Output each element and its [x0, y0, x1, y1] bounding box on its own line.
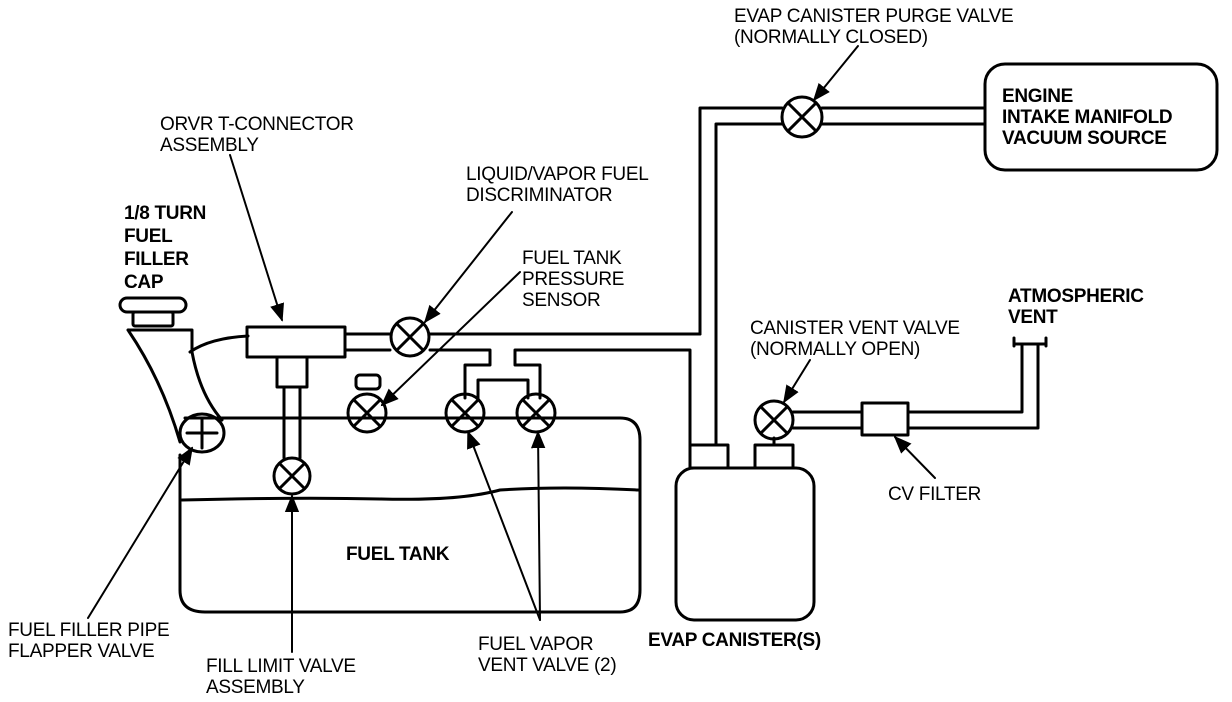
leader-vent-valve-1 — [467, 430, 541, 621]
pressure-sensor-label-line1: FUEL TANK — [522, 248, 622, 269]
leader-cv-filter — [893, 435, 936, 479]
vent-valve-1-icon — [444, 392, 486, 434]
discriminator-valve-icon — [389, 316, 431, 358]
pressure-sensor-label: FUEL TANK PRESSURE SENSOR — [522, 248, 624, 311]
canister-port-right — [753, 443, 795, 470]
fuel-level-line — [180, 486, 640, 502]
canister-port-left — [688, 443, 730, 470]
engine-label: ENGINE INTAKE MANIFOLD VACUUM SOURCE — [1002, 86, 1173, 149]
orvr-t-connector-stem — [275, 355, 309, 389]
filter-line — [791, 410, 864, 430]
leader-discriminator — [423, 211, 513, 324]
engine-label-line3: VACUUM SOURCE — [1002, 128, 1167, 149]
atmospheric-vent-label-line1: ATMOSPHERIC — [1008, 286, 1144, 307]
pressure-sensor-icon — [346, 392, 388, 434]
cv-filter — [860, 401, 910, 437]
pressure-sensor-label-line2: PRESSURE — [522, 269, 625, 290]
purge-valve-icon — [780, 95, 824, 139]
atmospheric-vent-icon — [1012, 336, 1048, 348]
fill-limit-tube — [282, 385, 302, 460]
atmospheric-vent-label-line2: VENT — [1008, 307, 1058, 328]
filler-cap-stem — [131, 310, 175, 328]
fuel-tank-outline — [178, 416, 642, 614]
filler-cap — [118, 296, 188, 314]
atmospheric-line — [906, 342, 1040, 430]
filler-cap-label-line4: CAP — [124, 272, 164, 293]
flapper-valve-icon — [178, 412, 226, 454]
leader-orvr — [229, 154, 284, 322]
fill-limit-label-line1: FILL LIMIT VALVE — [206, 656, 356, 677]
leader-canister-vent — [783, 359, 811, 404]
orvr-label: ORVR T-CONNECTOR ASSEMBLY — [160, 114, 354, 156]
purge-valve-label-line1: EVAP CANISTER PURGE VALVE — [734, 6, 1014, 27]
canister-vent-valve-label: CANISTER VENT VALVE (NORMALLY OPEN) — [750, 318, 960, 360]
atmospheric-vent-label: ATMOSPHERIC VENT — [1008, 286, 1144, 328]
canister-label: EVAP CANISTER(S) — [648, 630, 821, 651]
pressure-sensor-cap — [354, 373, 382, 391]
filler-cap-label-line3: FILLER — [124, 249, 189, 270]
vent-valve-bridge — [476, 378, 530, 400]
purge-valve-label: EVAP CANISTER PURGE VALVE (NORMALLY CLOS… — [734, 6, 1014, 48]
orvr-t-connector — [245, 325, 347, 359]
vent-valve-label-line2: VENT VALVE (2) — [478, 655, 617, 676]
leader-purge — [812, 45, 859, 102]
leader-sensor — [380, 271, 521, 407]
fill-limit-label-line2: ASSEMBLY — [206, 677, 305, 698]
filler-pipe — [126, 328, 224, 444]
vent-valve-label-line1: FUEL VAPOR — [478, 634, 594, 655]
canister-vent-valve-icon — [753, 399, 795, 441]
fill-limit-label: FILL LIMIT VALVE ASSEMBLY — [206, 656, 356, 698]
orvr-label-line1: ORVR T-CONNECTOR — [160, 114, 354, 135]
cv-filter-label: CV FILTER — [888, 484, 982, 505]
fuel-tank-label: FUEL TANK — [346, 544, 450, 565]
vent-valve-line — [513, 348, 692, 447]
engine-label-line2: INTAKE MANIFOLD — [1002, 107, 1173, 128]
discriminator-label-line2: DISCRIMINATOR — [466, 185, 613, 206]
canister-vent-valve-label-line1: CANISTER VENT VALVE — [750, 318, 960, 339]
discriminator-label: LIQUID/VAPOR FUEL DISCRIMINATOR — [466, 164, 649, 206]
engine-label-line1: ENGINE — [1002, 86, 1074, 107]
vent-valve-2-icon — [515, 392, 557, 434]
flapper-valve-label-line2: FLAPPER VALVE — [8, 641, 155, 662]
filler-pipe-vent-hose — [188, 334, 250, 354]
evap-canister — [674, 466, 816, 622]
fill-limit-valve-icon — [272, 456, 312, 496]
leader-flapper — [87, 446, 193, 619]
leader-vent-valve-2 — [530, 430, 546, 621]
purge-valve-label-line2: (NORMALLY CLOSED) — [734, 27, 928, 48]
filler-cap-label: 1/8 TURN FUEL FILLER CAP — [124, 202, 206, 294]
vapor-line-bottom — [343, 348, 492, 400]
engine-box — [983, 62, 1219, 172]
discriminator-label-line1: LIQUID/VAPOR FUEL — [466, 164, 649, 185]
canister-vent-valve-label-line2: (NORMALLY OPEN) — [750, 339, 921, 360]
vent-valve-label: FUEL VAPOR VENT VALVE (2) — [478, 634, 617, 676]
filler-cap-label-line1: 1/8 TURN — [124, 203, 207, 224]
pressure-sensor-label-line3: SENSOR — [522, 290, 601, 311]
filler-cap-label-line2: FUEL — [124, 226, 173, 247]
flapper-valve-label: FUEL FILLER PIPE FLAPPER VALVE — [8, 620, 170, 662]
orvr-label-line2: ASSEMBLY — [160, 135, 259, 156]
flapper-valve-label-line1: FUEL FILLER PIPE — [8, 620, 170, 641]
purge-line — [698, 106, 987, 447]
